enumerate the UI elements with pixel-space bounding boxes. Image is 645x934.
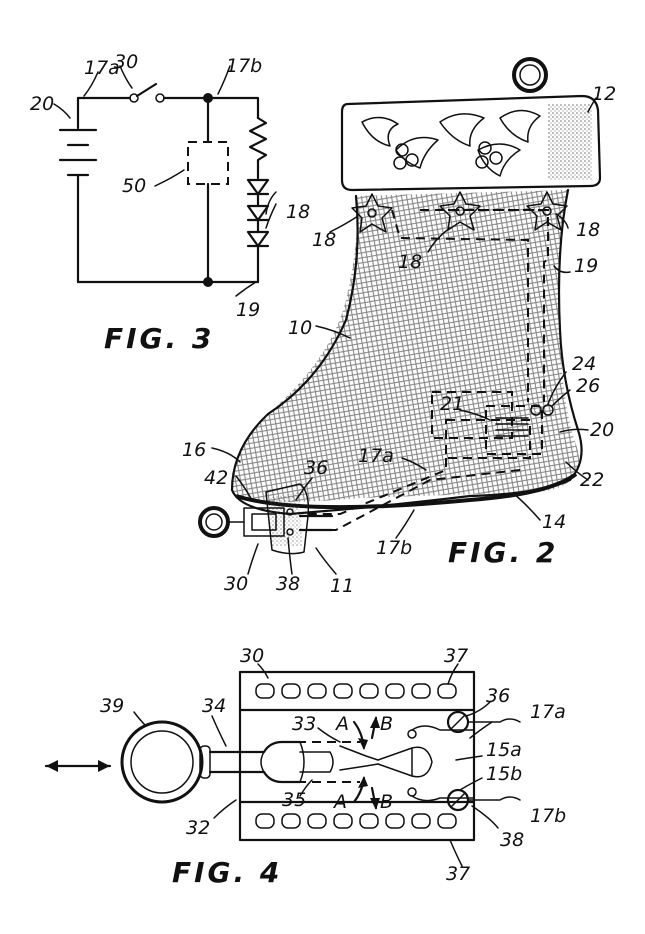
label-35: 35 — [282, 789, 306, 811]
label-30: 30 — [114, 51, 138, 73]
fig4-caption: FIG. 4 — [172, 856, 282, 889]
label-20: 20 — [30, 93, 54, 115]
label-B-top: B — [380, 713, 393, 735]
wire-17b — [162, 93, 260, 120]
motion-arrows — [44, 716, 380, 810]
hanging-ring — [512, 57, 548, 93]
plunger-34 — [208, 740, 360, 784]
label-36: 36 — [304, 457, 328, 479]
label-21: 21 — [440, 393, 464, 415]
label-10: 10 — [288, 317, 312, 339]
led-string-18 — [246, 178, 270, 284]
fig3-circuit: 17a 30 17b 20 50 18 19 FIG. 3 — [30, 51, 310, 355]
label-19: 19 — [236, 299, 260, 321]
label-18: 18 — [286, 201, 310, 223]
label-20: 20 — [590, 419, 614, 441]
label-22: 22 — [580, 469, 604, 491]
label-17a: 17a — [358, 445, 394, 467]
fig2-caption: FIG. 2 — [448, 536, 558, 569]
label-A-bottom: A — [332, 791, 347, 813]
resistor — [248, 116, 268, 180]
label-38: 38 — [276, 573, 300, 595]
label-37-bottom: 37 — [446, 863, 470, 885]
contacts-15 — [339, 725, 475, 802]
label-18-left: 18 — [312, 229, 336, 251]
label-17b: 17b — [376, 537, 412, 559]
label-12: 12 — [592, 83, 616, 105]
label-24: 24 — [572, 353, 596, 375]
switch-30 — [129, 82, 165, 103]
vent-slots-37-top — [255, 683, 457, 699]
label-17a: 17a — [84, 57, 120, 79]
label-B-bottom: B — [380, 791, 393, 813]
label-18-right: 18 — [576, 219, 600, 241]
label-14: 14 — [542, 511, 566, 533]
label-38: 38 — [500, 829, 524, 851]
pull-switch-30 — [198, 483, 334, 555]
pull-ring-39 — [120, 720, 211, 804]
label-17b: 17b — [226, 55, 262, 77]
label-19: 19 — [574, 255, 598, 277]
label-15b: 15b — [486, 763, 522, 785]
label-A-top: A — [334, 713, 349, 735]
label-34: 34 — [202, 695, 226, 717]
screw-terminals — [446, 710, 521, 812]
label-18-mid: 18 — [398, 251, 422, 273]
label-15a: 15a — [486, 739, 522, 761]
label-26: 26 — [576, 375, 600, 397]
fig2-stocking: 12 18 18 18 19 10 24 26 21 20 22 16 17a … — [182, 57, 616, 597]
label-37-top: 37 — [444, 645, 468, 667]
battery-20 — [58, 96, 98, 284]
wire-19 — [76, 277, 260, 287]
vent-slots-37-bottom — [255, 813, 457, 829]
label-39: 39 — [100, 695, 124, 717]
label-50: 50 — [122, 175, 146, 197]
stocking-cuff-12 — [340, 94, 602, 192]
branch-50 — [187, 96, 229, 284]
label-30: 30 — [240, 645, 264, 667]
label-17b: 17b — [530, 805, 566, 827]
fig4-switch-detail: 30 37 39 34 36 17a 33 A B 15a 15b 35 A B… — [44, 645, 566, 889]
label-33: 33 — [292, 713, 316, 735]
internal-wiring-17 — [391, 209, 549, 402]
label-30: 30 — [224, 573, 248, 595]
switch-housing-30 — [238, 670, 476, 842]
battery-pack-20 — [431, 391, 554, 459]
label-16: 16 — [182, 439, 206, 461]
label-17a: 17a — [530, 701, 566, 723]
label-42: 42 — [204, 467, 228, 489]
label-11: 11 — [330, 575, 354, 597]
label-32: 32 — [186, 817, 210, 839]
fig3-caption: FIG. 3 — [104, 322, 214, 355]
label-36: 36 — [486, 685, 510, 707]
